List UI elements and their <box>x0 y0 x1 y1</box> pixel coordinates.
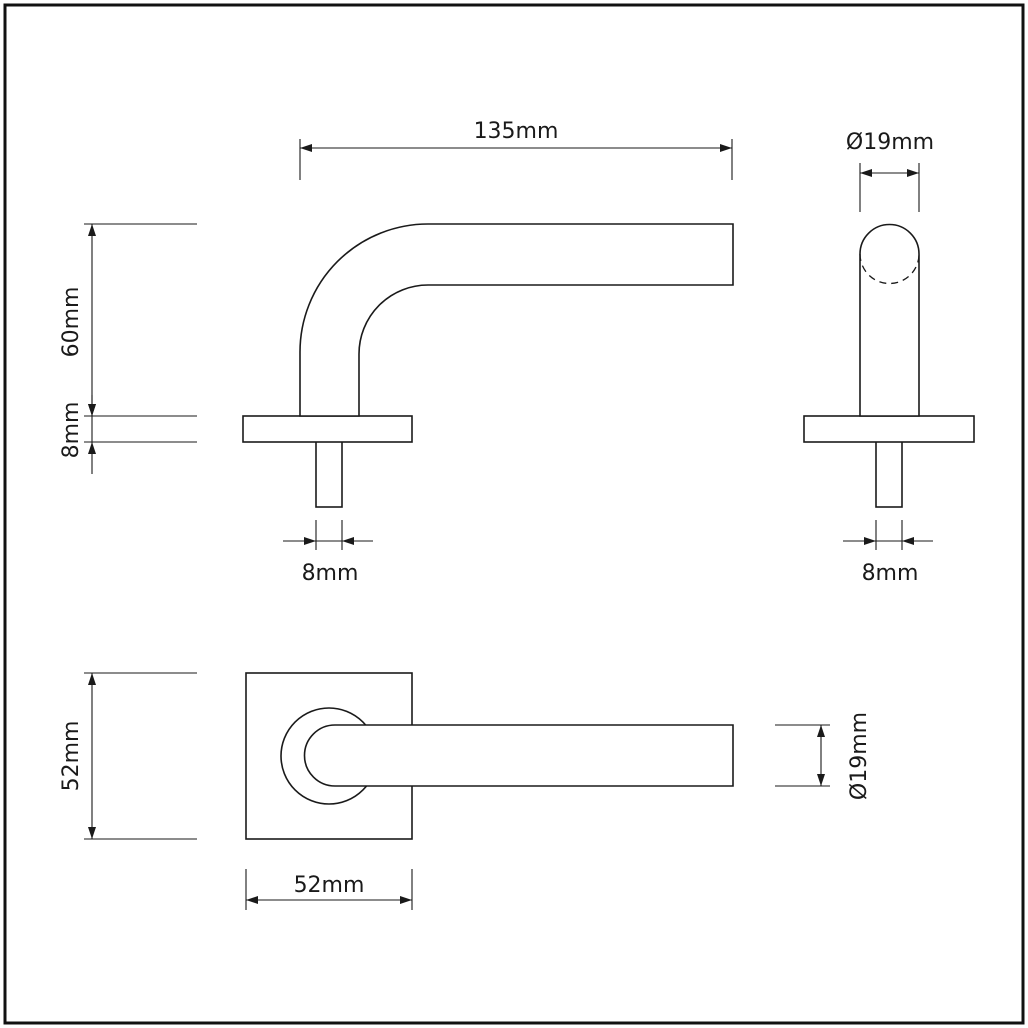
dim-plate-height-label: 52mm <box>59 721 84 792</box>
front-spindle <box>315 440 343 508</box>
dim-plate-width: 52mm <box>245 869 413 910</box>
dim-side-diameter: Ø19mm <box>846 130 934 212</box>
dim-arm-height-label: 60mm <box>59 287 84 358</box>
plan-view <box>245 672 734 840</box>
front-rose <box>242 415 413 443</box>
side-rose <box>803 415 975 443</box>
dim-side-diameter-label: Ø19mm <box>846 130 934 155</box>
dim-lever-diameter: Ø19mm <box>775 712 872 800</box>
dim-side-spindle: 8mm <box>843 520 933 586</box>
dim-plate-width-label: 52mm <box>294 873 365 898</box>
side-elevation-view <box>803 223 975 508</box>
dim-top-length-label: 135mm <box>474 119 559 144</box>
page-border <box>3 3 1025 1025</box>
dim-rose-thickness-label: 8mm <box>59 402 84 459</box>
plan-lever <box>303 724 734 787</box>
side-lever-end-hidden <box>859 253 920 285</box>
front-lever-arm <box>299 223 734 417</box>
dim-side-spindle-label: 8mm <box>862 561 919 586</box>
dim-front-spindle-label: 8mm <box>302 561 359 586</box>
dim-lever-diameter-label: Ø19mm <box>847 712 872 800</box>
dim-arm-height: 60mm <box>59 223 197 443</box>
dim-plate-height: 52mm <box>59 672 197 840</box>
dim-front-spindle: 8mm <box>283 520 373 586</box>
dim-top-length: 135mm <box>299 119 733 180</box>
side-spindle <box>875 440 903 508</box>
side-lever-body <box>859 223 920 417</box>
front-elevation-view <box>242 223 734 508</box>
dim-rose-thickness: 8mm <box>59 395 96 474</box>
